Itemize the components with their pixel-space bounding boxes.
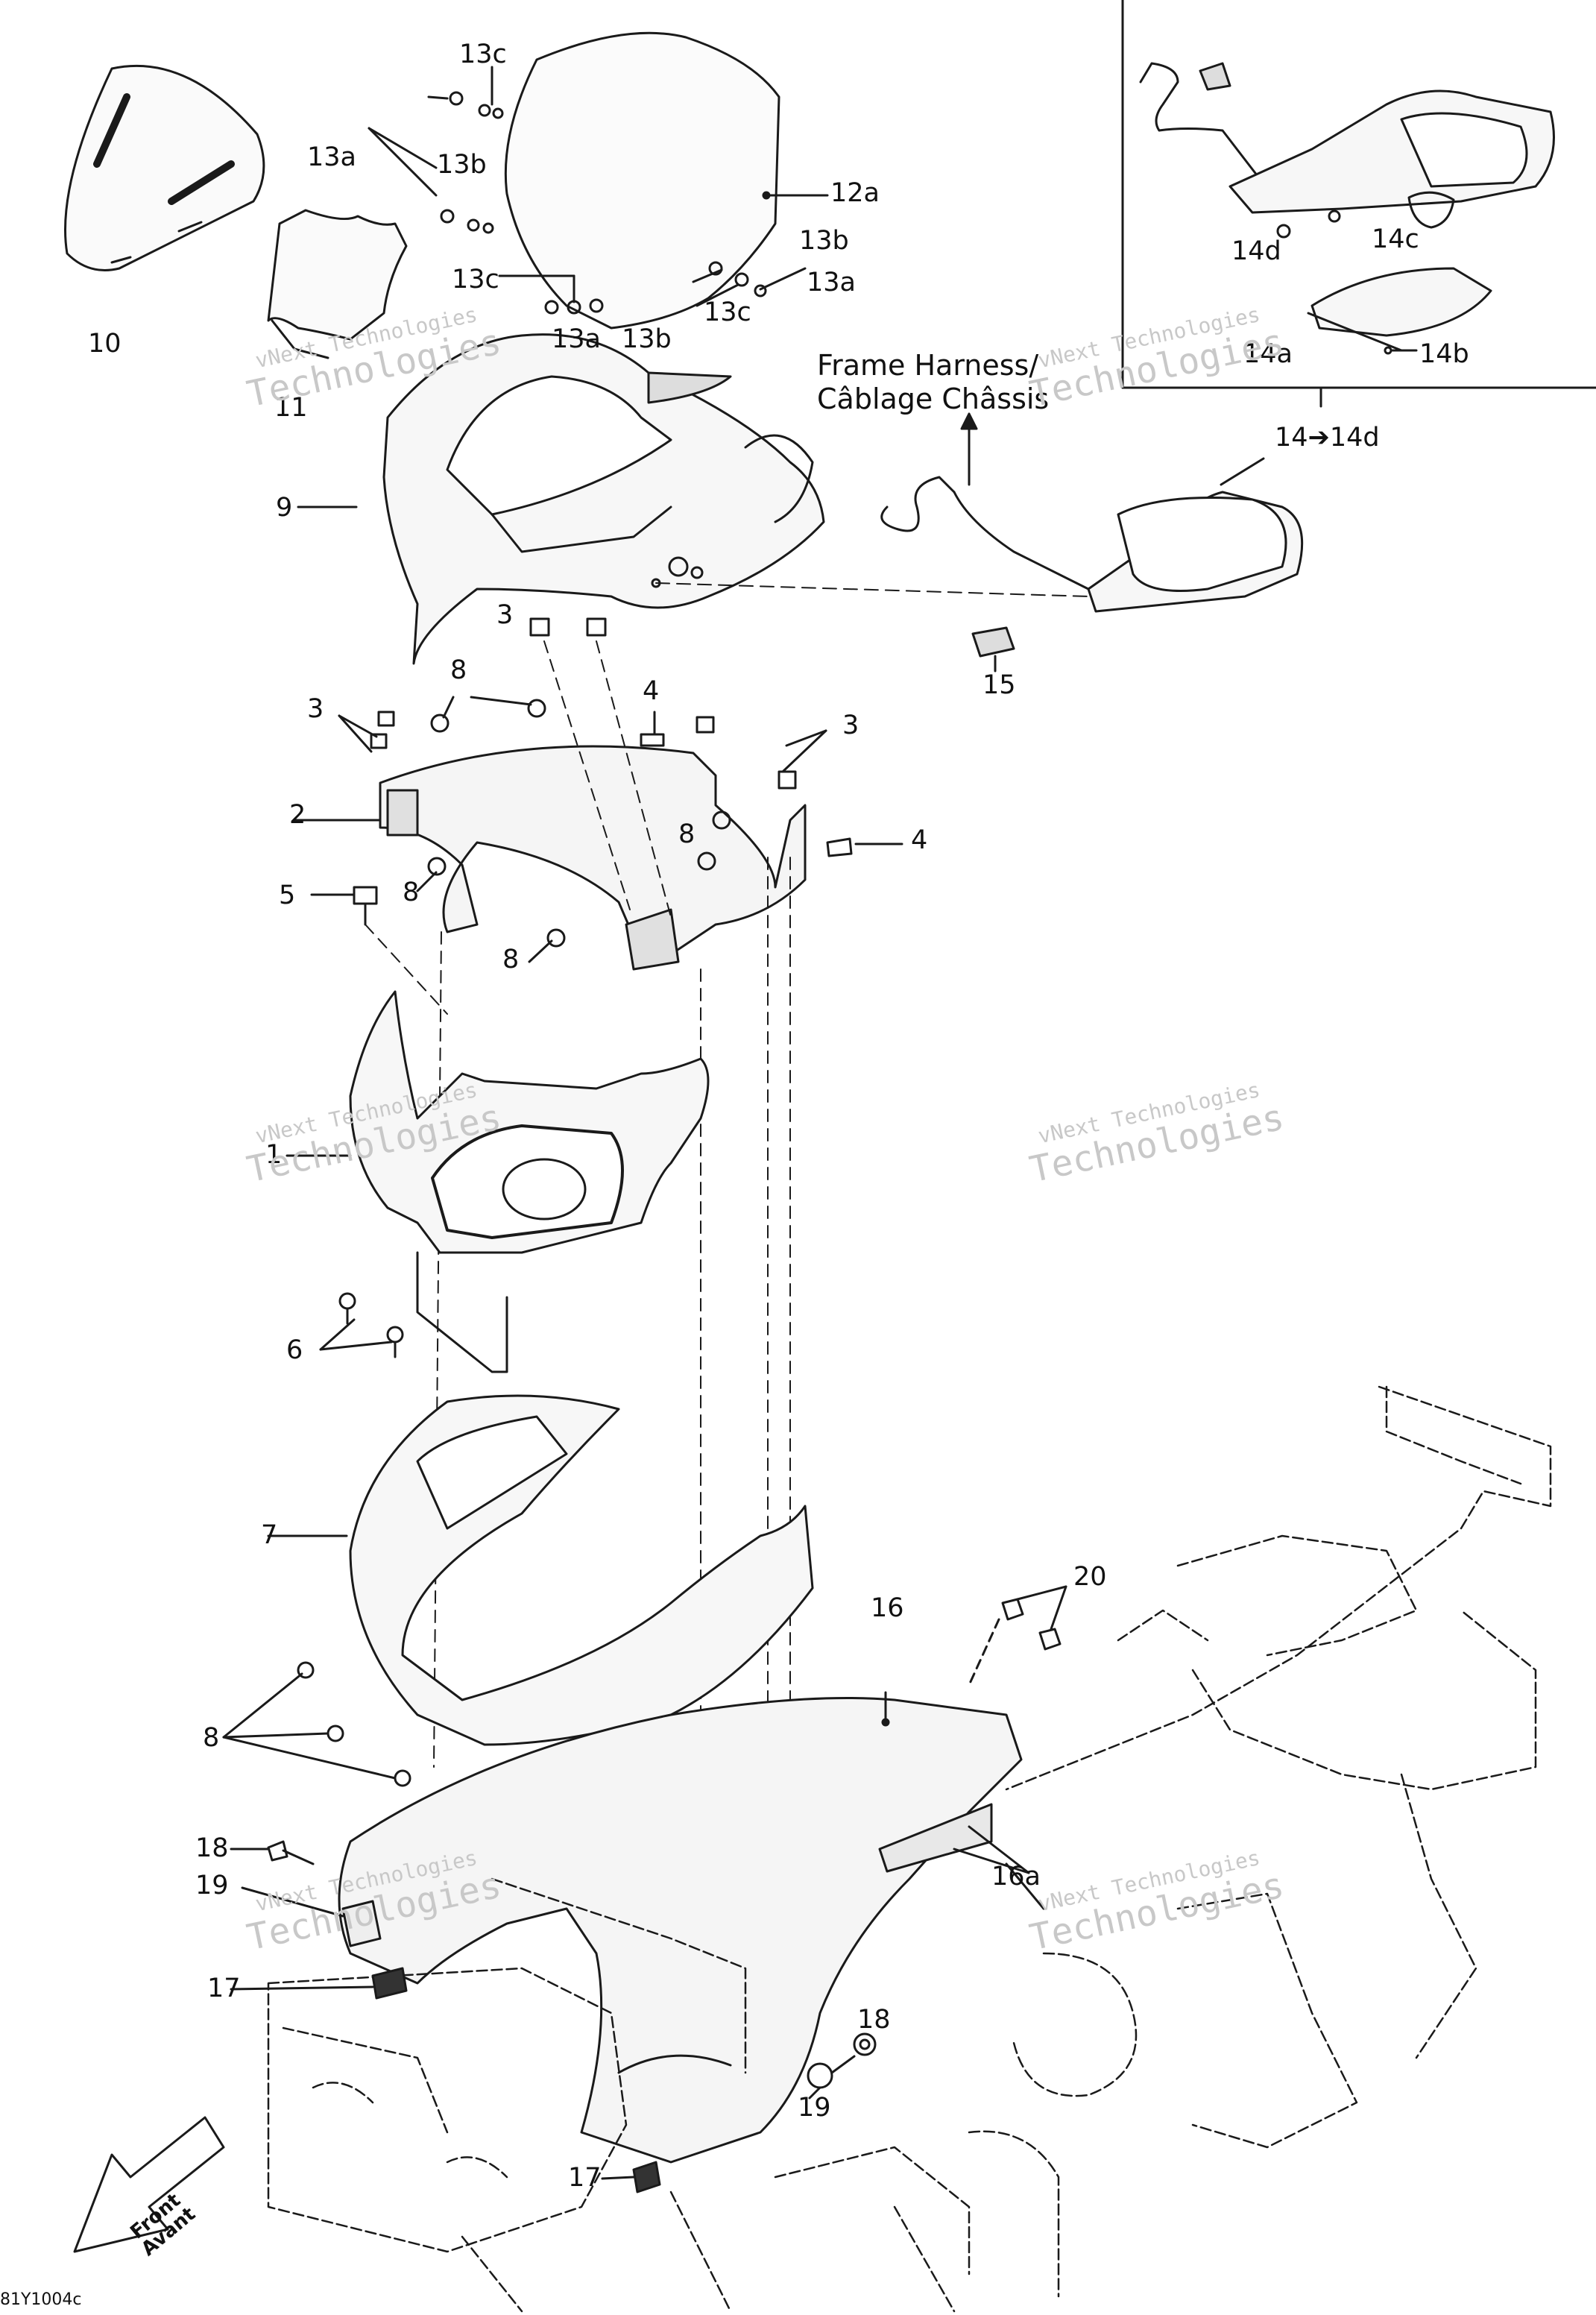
callout-18-b: 18 (857, 2005, 891, 2035)
diagram-part-code: 81Y1004c (0, 2290, 82, 2309)
callout-4-a: 4 (643, 676, 660, 706)
callout-13c-top: 13c (459, 40, 507, 69)
callout-5: 5 (279, 881, 296, 910)
part-16-body-cowl (338, 1691, 1045, 2164)
callout-13b-right: 13b (799, 226, 849, 256)
callout-20: 20 (1073, 1562, 1107, 1592)
callout-15: 15 (982, 670, 1016, 700)
callout-13a-right: 13a (807, 268, 856, 297)
frame-harness-fr: Câblage Châssis (817, 382, 1050, 415)
callout-13c-right: 13c (704, 297, 751, 327)
frame-harness-en: Frame Harness/ (817, 349, 1039, 382)
callout-3-c: 3 (842, 711, 859, 740)
callout-8-a: 8 (450, 655, 467, 685)
part-11-panel (267, 209, 408, 359)
callout-14b: 14b (1419, 339, 1469, 369)
callout-17-b: 17 (568, 2163, 602, 2193)
front-direction-arrow (73, 2116, 225, 2253)
callout-2: 2 (289, 800, 306, 830)
callout-13c-mid: 13c (452, 265, 499, 295)
part-2-bracket (293, 745, 807, 971)
mirror-detail-inset-border (1121, 0, 1596, 408)
part-10-deflector (64, 64, 265, 271)
alignment-lines (365, 640, 791, 1768)
callout-16: 16 (871, 1593, 904, 1623)
part-12a-windshield (504, 31, 829, 330)
callout-9: 9 (276, 493, 293, 523)
callout-14d-top: 14d (1231, 236, 1281, 266)
callout-3-a: 3 (496, 600, 514, 630)
callout-11: 11 (274, 393, 308, 423)
callout-17-a: 17 (207, 1974, 241, 2003)
callout-13a-low: 13a (552, 324, 601, 354)
part-14-mirror-assembly (655, 412, 1304, 673)
callout-8-e: 8 (203, 1723, 220, 1753)
part-9-upper-fairing (297, 333, 825, 665)
frame-harness-label: Frame Harness/ Câblage Châssis (817, 349, 1049, 416)
fasteners-3-4-5-8 (310, 617, 903, 963)
inset-mirror-detail (1139, 62, 1555, 355)
callout-12a: 12a (830, 178, 880, 208)
callout-19-a: 19 (195, 1871, 229, 1900)
callout-3-b: 3 (307, 694, 324, 724)
callout-8-c: 8 (403, 878, 420, 907)
callout-18-a: 18 (195, 1833, 229, 1863)
callout-14c: 14c (1372, 224, 1419, 254)
callout-14-to-14d: 14➔14d (1275, 423, 1380, 453)
parts-16a-17-20 (230, 1585, 1067, 2193)
callout-4-b: 4 (911, 825, 928, 855)
callout-8-d: 8 (502, 945, 520, 974)
callout-10: 10 (88, 329, 122, 359)
callout-16a: 16a (991, 1862, 1041, 1892)
callout-7: 7 (261, 1520, 278, 1550)
vehicle-frame-outline (267, 1385, 1552, 2313)
callout-13b-low: 13b (622, 324, 672, 354)
callout-1: 1 (265, 1140, 283, 1170)
callout-6: 6 (286, 1335, 303, 1365)
windshield-hardware (368, 66, 807, 315)
callout-13b-top: 13b (437, 150, 487, 180)
part-7-lower-cowl (222, 1394, 814, 1787)
callout-13a-top: 13a (307, 142, 356, 172)
callout-14a: 14a (1243, 339, 1293, 369)
part-1-headlight (286, 990, 710, 1373)
callout-19-b: 19 (798, 2093, 831, 2123)
callout-8-b: 8 (678, 819, 696, 849)
